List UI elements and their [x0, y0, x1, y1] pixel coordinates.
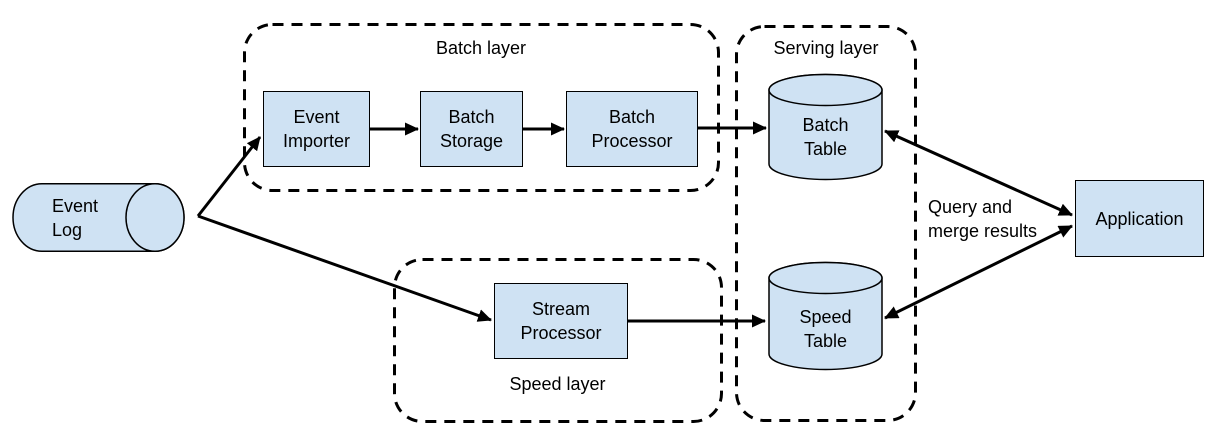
node-event-importer: Event Importer [263, 91, 370, 167]
node-application: Application [1075, 180, 1204, 257]
node-batch-storage-label: Batch Storage [439, 107, 504, 151]
query-merge-annotation-label: Query and merge results [928, 197, 1038, 241]
node-stream-processor: Stream Processor [494, 283, 628, 359]
edge-speedtable-application [884, 224, 1073, 320]
batch-table-cylinder [768, 73, 883, 181]
batch-layer-boundary [243, 23, 720, 192]
batch-layer-label: Batch layer [435, 38, 527, 58]
speed-table-cylinder [768, 261, 883, 371]
node-event-importer-label: Event Importer [282, 107, 351, 151]
serving-layer-boundary [735, 25, 917, 422]
node-application-label: Application [1095, 208, 1184, 229]
node-speed-table: Speed Table [768, 263, 883, 394]
node-batch-table-label: Batch Table [802, 114, 849, 159]
node-batch-storage: Batch Storage [420, 91, 523, 167]
node-batch-processor-label: Batch Processor [591, 107, 673, 151]
edge-batchtable-application [884, 129, 1073, 217]
serving-layer-label: Serving layer [773, 38, 879, 58]
speed-layer-boundary [393, 258, 723, 423]
node-batch-table: Batch Table [768, 75, 883, 198]
node-speed-table-label: Speed Table [799, 306, 852, 351]
node-event-log: Event Log [13, 183, 137, 252]
edge-eventlog-streamprocessor [197, 214, 492, 322]
node-stream-processor-label: Stream Processor [520, 299, 602, 343]
speed-layer-label: Speed layer [509, 374, 606, 394]
edge-eventlog-eventimporter [196, 136, 262, 217]
query-merge-annotation: Query and merge results [928, 195, 1037, 243]
node-event-log-label: Event Log [51, 195, 99, 240]
node-batch-processor: Batch Processor [566, 91, 698, 167]
event-log-cylinder [12, 183, 185, 252]
